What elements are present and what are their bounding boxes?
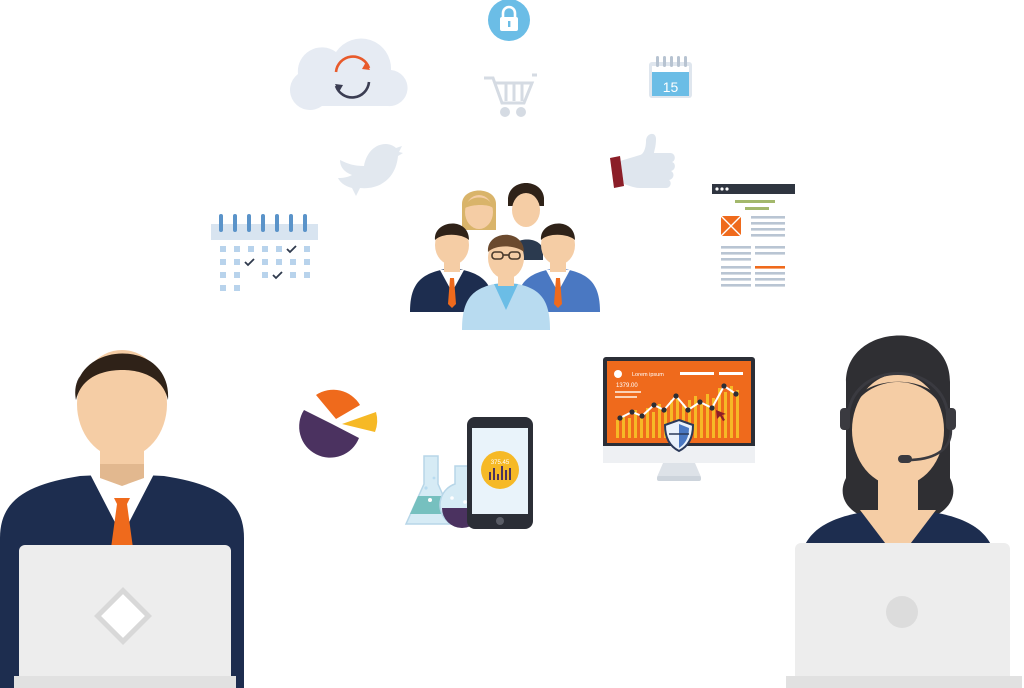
shopping-cart-icon (484, 73, 537, 117)
document-icon (712, 184, 795, 294)
bird-icon (338, 144, 403, 196)
pie-chart-icon (299, 389, 378, 458)
calendar-grid-icon (211, 214, 318, 291)
shield-icon (663, 418, 695, 453)
laptop-icon (14, 545, 236, 688)
monitor-value: 1379.00 (616, 383, 638, 389)
calendar-15-icon: 15 (649, 56, 692, 98)
calendar-day-number: 15 (663, 79, 679, 95)
laptop-right-icon (786, 543, 1022, 688)
monitor-header: Lorem ipsum (632, 372, 664, 378)
padlock-icon (488, 0, 530, 41)
cloud-sync-icon (289, 38, 408, 110)
team-icon (410, 183, 600, 330)
analytics-monitor-icon: Lorem ipsum 1379.00 (603, 357, 755, 481)
headset-icon (840, 372, 956, 463)
phone-value: 375.45 (491, 460, 510, 466)
thumbs-up-icon (610, 133, 675, 188)
smartphone-icon: 375.45 (467, 417, 533, 529)
